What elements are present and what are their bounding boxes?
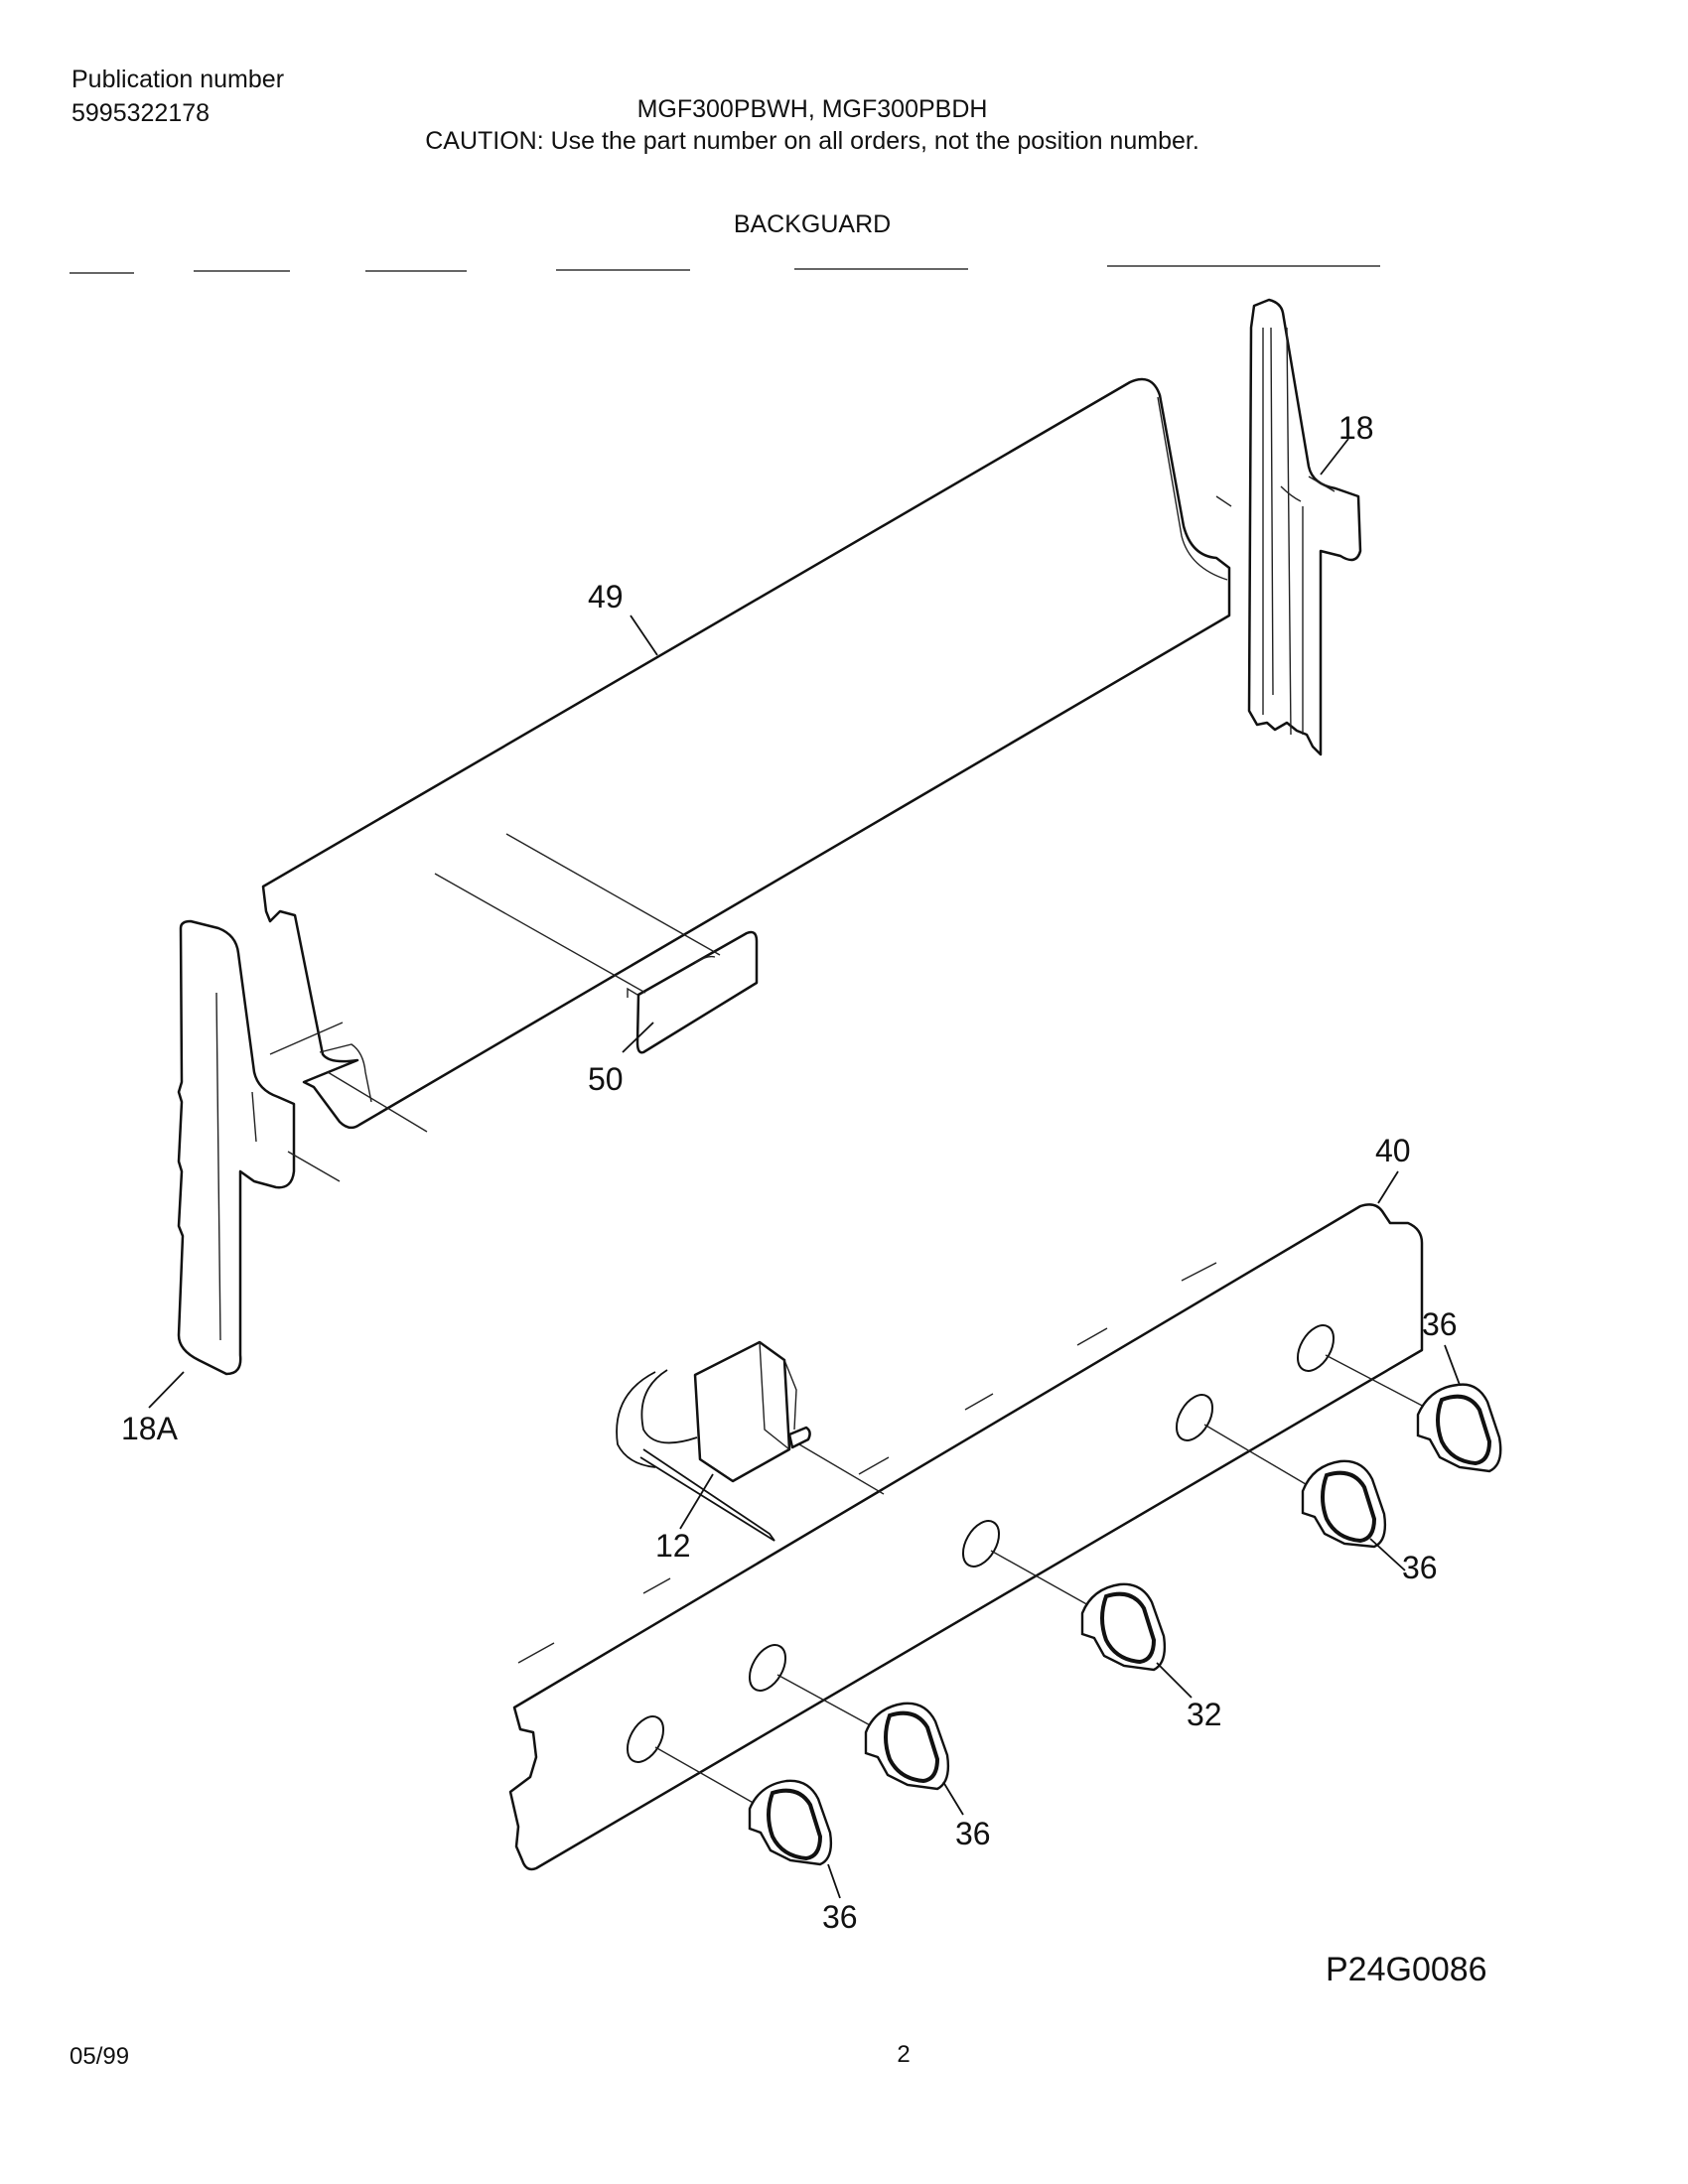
left-end-bracket [177,919,296,1376]
callout-40: 40 [1375,1133,1411,1168]
right-end-bracket [1247,298,1362,756]
knob-36-left [748,1779,833,1866]
publication-label: Publication number [71,66,285,93]
figure-code: P24G0086 [1326,1951,1487,1988]
control-panel [508,1203,1424,1871]
callout-18: 18 [1338,410,1374,446]
callout-labels: 18 49 50 40 36 36 32 36 36 12 18A [121,410,1458,1935]
page-number: 2 [897,2041,911,2068]
section-title: BACKGUARD [733,210,892,238]
backguard-panel [261,377,1231,1130]
callout-18a: 18A [121,1411,179,1446]
callout-36-right: 36 [1422,1306,1458,1342]
callout-leaders [148,438,1461,1899]
knob-32-center [1080,1582,1167,1672]
gas-valve-switch [616,1340,811,1542]
caution-note: CAUTION: Use the part number on all orde… [425,127,1199,155]
knob-36-middle-right [1301,1459,1387,1549]
panel-clip [627,930,759,1054]
knob-36-right [1416,1383,1502,1473]
callout-32: 32 [1187,1697,1222,1732]
publication-number: 5995322178 [71,99,211,127]
alignment-lines [269,495,1232,1182]
callout-50: 50 [588,1061,624,1097]
model-numbers: MGF300PBWH, MGF300PBDH [636,95,988,123]
knob-alignment-lines [654,1354,1431,1806]
knob-36-middle-left [864,1702,950,1791]
callout-36-left: 36 [822,1899,858,1935]
header-separator [70,265,1380,274]
callout-12: 12 [655,1528,691,1564]
callout-49: 49 [588,579,624,614]
callout-36-middle-left: 36 [955,1816,991,1851]
callout-36-middle-right: 36 [1402,1550,1438,1585]
panel-holes [626,1324,1336,1763]
footer-date: 05/99 [70,2043,130,2070]
